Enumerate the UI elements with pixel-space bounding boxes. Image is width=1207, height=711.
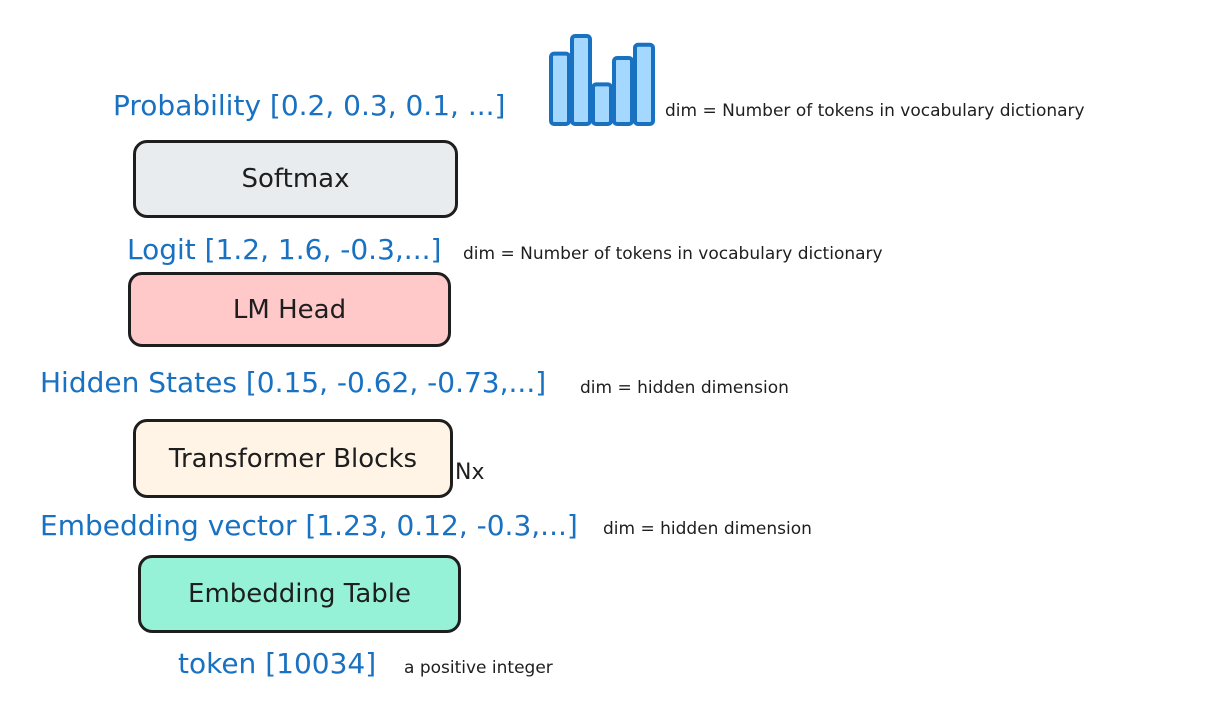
repeat-count-label: Nx — [455, 460, 485, 485]
bar-chart-icon-bar — [591, 82, 613, 126]
bar-chart-icon-bar — [570, 34, 592, 126]
embedding-vector-dim-note: dim = hidden dimension — [603, 519, 812, 539]
bar-chart-icon-bar — [549, 51, 571, 127]
bar-chart-icon — [549, 34, 655, 127]
embedding-table-box: Embedding Table — [138, 555, 461, 633]
transformer-blocks-box: Transformer Blocks — [133, 419, 453, 498]
softmax-box-label: Softmax — [241, 164, 350, 194]
bar-chart-icon-bar — [633, 42, 655, 126]
probability-label: Probability [0.2, 0.3, 0.1, ...] — [113, 89, 506, 122]
lm-head-box-label: LM Head — [232, 294, 347, 325]
logit-label: Logit [1.2, 1.6, -0.3,...] — [127, 233, 442, 266]
token-label: token [10034] — [178, 647, 377, 680]
hidden-states-label: Hidden States [0.15, -0.62, -0.73,...] — [40, 366, 547, 399]
hidden-states-dim-note: dim = hidden dimension — [580, 378, 789, 398]
lm-head-box: LM Head — [128, 272, 451, 347]
transformer-blocks-label: Transformer Blocks — [168, 443, 418, 474]
embedding-table-label: Embedding Table — [188, 579, 411, 609]
bar-chart-icon-bar — [612, 56, 634, 126]
softmax-box: Softmax — [133, 140, 458, 218]
probability-dim-note: dim = Number of tokens in vocabulary dic… — [665, 101, 1085, 121]
logit-dim-note: dim = Number of tokens in vocabulary dic… — [463, 244, 883, 264]
embedding-vector-label: Embedding vector [1.23, 0.12, -0.3,...] — [40, 509, 578, 542]
token-note: a positive integer — [404, 658, 553, 678]
